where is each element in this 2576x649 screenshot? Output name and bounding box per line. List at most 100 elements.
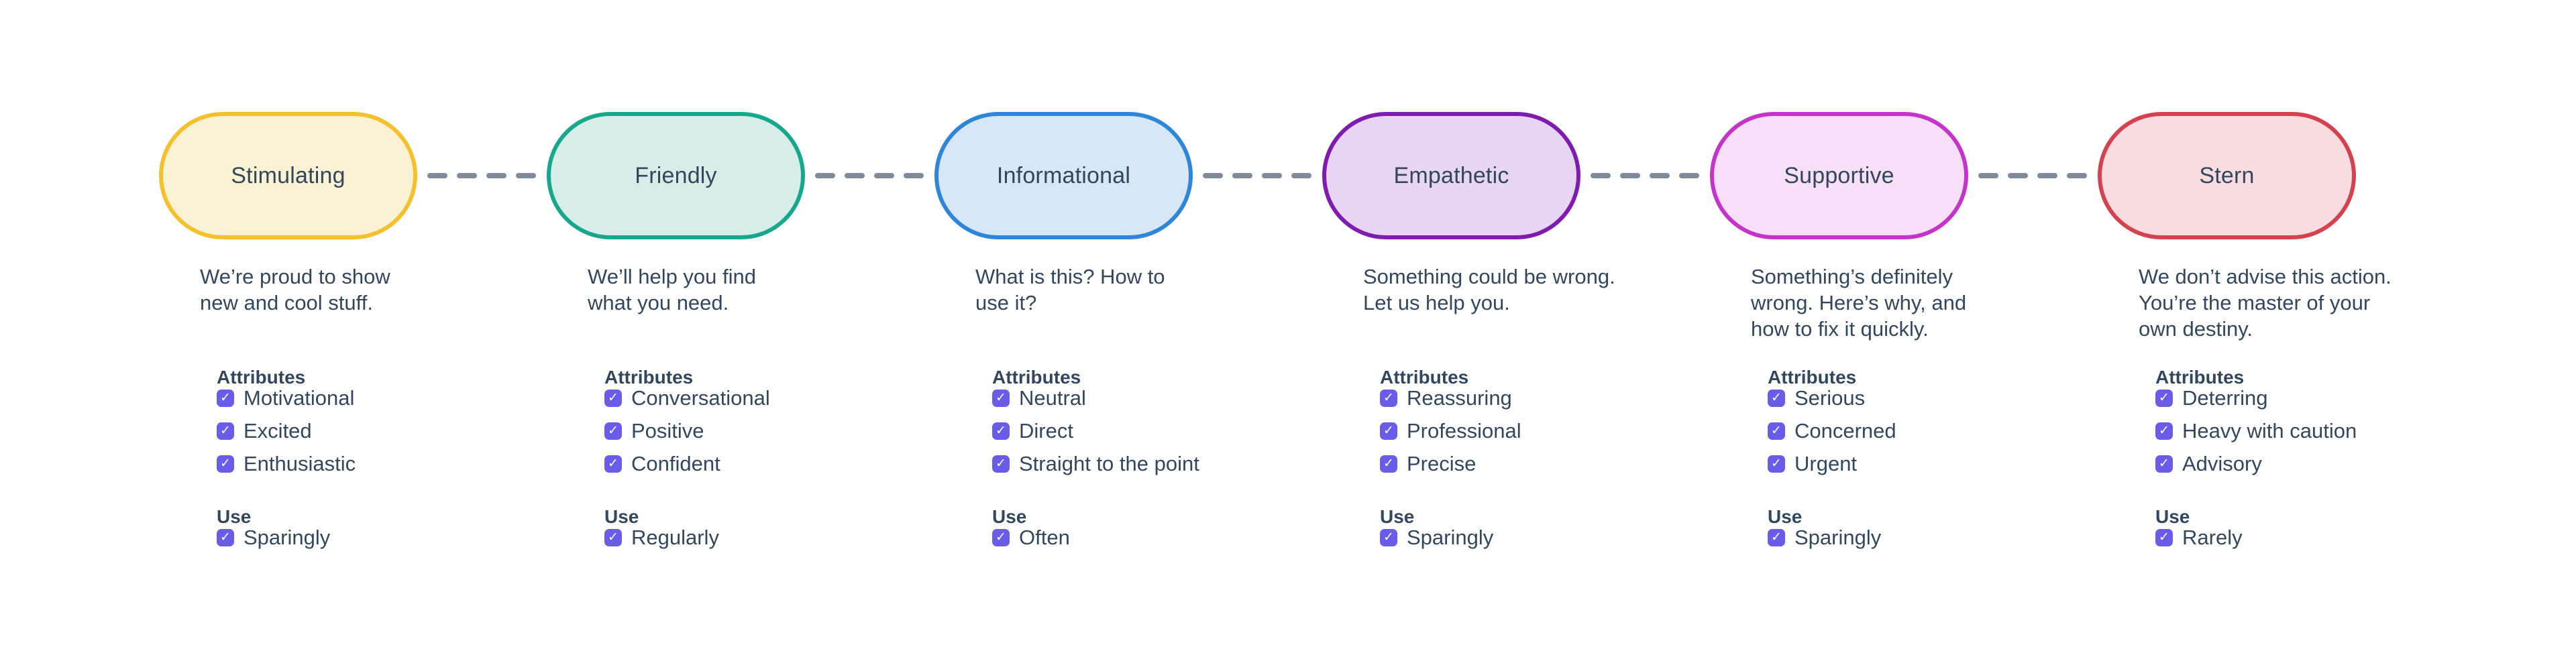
- attributes-title: Attributes: [2155, 367, 2245, 388]
- checkbox-checked-icon[interactable]: ✓: [1768, 390, 1785, 407]
- tone-pill-label: Supportive: [1784, 162, 1894, 188]
- tone-description: We don’t advise this action. You’re the …: [2139, 265, 2392, 341]
- use-label: Sparingly: [1407, 526, 1494, 549]
- connector-dash: [904, 173, 924, 178]
- connector-dash: [2067, 173, 2087, 178]
- checkbox-checked-icon[interactable]: ✓: [2155, 529, 2173, 546]
- connector-dash: [2008, 173, 2028, 178]
- attribute-row: ✓ Positive: [604, 419, 920, 442]
- attributes-title: Attributes: [604, 367, 694, 388]
- attributes-section: Attributes ✓ Motivational ✓ Excited ✓ En…: [217, 365, 532, 488]
- column-stimulating: Stimulating We’re proud to show new and …: [159, 112, 547, 635]
- checkbox-checked-icon[interactable]: ✓: [992, 455, 1010, 473]
- connector-dash: [486, 173, 506, 178]
- checkbox-checked-icon[interactable]: ✓: [217, 529, 234, 546]
- use-title: Use: [1768, 506, 1803, 527]
- checkbox-checked-icon[interactable]: ✓: [1380, 422, 1397, 440]
- connector-dash: [2037, 173, 2057, 178]
- checkbox-checked-icon[interactable]: ✓: [604, 422, 622, 440]
- use-title: Use: [2155, 506, 2190, 527]
- attribute-row: ✓ Heavy with caution: [2155, 419, 2471, 442]
- column-empathetic: Empathetic Something could be wrong. Let…: [1322, 112, 1710, 635]
- checkbox-checked-icon[interactable]: ✓: [1768, 422, 1785, 440]
- attribute-label: Precise: [1407, 452, 1477, 475]
- checkbox-checked-icon[interactable]: ✓: [604, 390, 622, 407]
- checkbox-checked-icon[interactable]: ✓: [1380, 455, 1397, 473]
- attribute-label: Professional: [1407, 419, 1521, 442]
- connector-dash: [1262, 173, 1282, 178]
- connector-dash: [845, 173, 865, 178]
- checkbox-checked-icon[interactable]: ✓: [2155, 422, 2173, 440]
- tone-of-voice-diagram: Stimulating We’re proud to show new and …: [159, 112, 2485, 635]
- connector-dash: [1291, 173, 1311, 178]
- checkbox-checked-icon[interactable]: ✓: [1768, 455, 1785, 473]
- use-title: Use: [992, 506, 1027, 527]
- checkbox-checked-icon[interactable]: ✓: [217, 390, 234, 407]
- checkbox-checked-icon[interactable]: ✓: [217, 455, 234, 473]
- checkbox-checked-icon[interactable]: ✓: [1768, 529, 1785, 546]
- connector-dash: [1978, 173, 1998, 178]
- attribute-label: Heavy with caution: [2182, 419, 2357, 442]
- connector-dashed-line: [815, 173, 924, 178]
- checkbox-checked-icon[interactable]: ✓: [2155, 390, 2173, 407]
- attributes-section: Attributes ✓ Deterring ✓ Heavy with caut…: [2155, 365, 2471, 488]
- connector-dash: [1591, 173, 1611, 178]
- attributes-title: Attributes: [217, 367, 306, 388]
- connector-dash: [874, 173, 894, 178]
- use-row: ✓ Rarely: [2155, 526, 2471, 549]
- use-label: Sparingly: [244, 526, 331, 549]
- attribute-row: ✓ Concerned: [1768, 419, 2083, 442]
- use-row: ✓ Often: [992, 526, 1307, 549]
- checkbox-checked-icon[interactable]: ✓: [604, 455, 622, 473]
- attributes-section: Attributes ✓ Serious ✓ Concerned ✓ Urgen…: [1768, 365, 2083, 488]
- attributes-title: Attributes: [1768, 367, 1857, 388]
- use-row: ✓ Regularly: [604, 526, 920, 549]
- tone-description: Something could be wrong. Let us help yo…: [1363, 265, 1615, 314]
- attribute-label: Enthusiastic: [244, 452, 356, 475]
- attribute-label: Neutral: [1019, 386, 1086, 410]
- attribute-label: Reassuring: [1407, 386, 1512, 410]
- connector-dash: [815, 173, 835, 178]
- use-section: Use ✓ Rarely: [2155, 505, 2471, 562]
- use-row: ✓ Sparingly: [1768, 526, 2083, 549]
- checkbox-checked-icon[interactable]: ✓: [1380, 529, 1397, 546]
- attribute-row: ✓ Reassuring: [1380, 386, 1695, 410]
- attributes-section: Attributes ✓ Conversational ✓ Positive ✓…: [604, 365, 920, 488]
- checkbox-checked-icon[interactable]: ✓: [992, 529, 1010, 546]
- attribute-label: Positive: [631, 419, 704, 442]
- attributes-title: Attributes: [1380, 367, 1469, 388]
- attribute-label: Motivational: [244, 386, 355, 410]
- connector-dash: [1679, 173, 1699, 178]
- tone-pill-friendly: Friendly: [547, 112, 805, 239]
- checkbox-checked-icon[interactable]: ✓: [2155, 455, 2173, 473]
- attributes-section: Attributes ✓ Neutral ✓ Direct ✓ Straight…: [992, 365, 1307, 488]
- connector-dashed-line: [1591, 173, 1699, 178]
- connector-dash: [457, 173, 477, 178]
- checkbox-checked-icon[interactable]: ✓: [992, 422, 1010, 440]
- attribute-row: ✓ Direct: [992, 419, 1307, 442]
- connector-dash: [1232, 173, 1252, 178]
- checkbox-checked-icon[interactable]: ✓: [217, 422, 234, 440]
- tone-pill-stimulating: Stimulating: [159, 112, 417, 239]
- tone-description: What is this? How to use it?: [975, 265, 1165, 314]
- attribute-row: ✓ Excited: [217, 419, 532, 442]
- column-stern: Stern We don’t advise this action. You’r…: [2098, 112, 2485, 635]
- use-label: Sparingly: [1794, 526, 1882, 549]
- attribute-row: ✓ Advisory: [2155, 452, 2471, 475]
- use-section: Use ✓ Sparingly: [1768, 505, 2083, 562]
- attribute-row: ✓ Straight to the point: [992, 452, 1307, 475]
- use-section: Use ✓ Often: [992, 505, 1307, 562]
- checkbox-checked-icon[interactable]: ✓: [1380, 390, 1397, 407]
- tone-description: We’re proud to show new and cool stuff.: [200, 265, 390, 314]
- checkbox-checked-icon[interactable]: ✓: [992, 390, 1010, 407]
- tone-pill-supportive: Supportive: [1710, 112, 1968, 239]
- attributes-section: Attributes ✓ Reassuring ✓ Professional ✓…: [1380, 365, 1695, 488]
- use-title: Use: [217, 506, 252, 527]
- attribute-row: ✓ Enthusiastic: [217, 452, 532, 475]
- attribute-label: Concerned: [1794, 419, 1896, 442]
- column-informational: Informational What is this? How to use i…: [934, 112, 1322, 635]
- use-label: Rarely: [2182, 526, 2243, 549]
- attribute-label: Conversational: [631, 386, 770, 410]
- checkbox-checked-icon[interactable]: ✓: [604, 529, 622, 546]
- connector-dashed-line: [427, 173, 536, 178]
